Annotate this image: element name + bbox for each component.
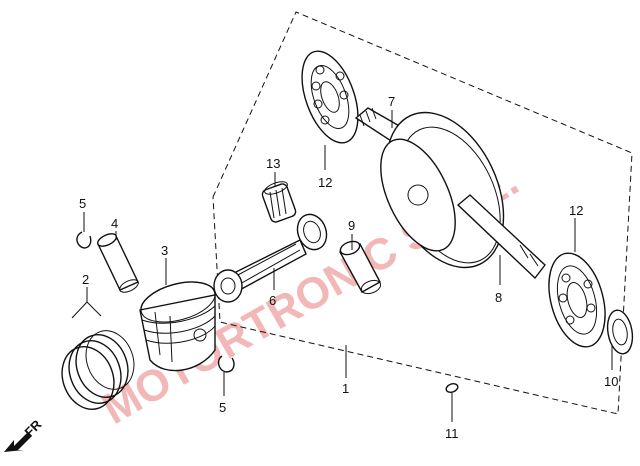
circlip-left xyxy=(76,231,92,249)
label-part-5-right: 5 xyxy=(219,400,226,415)
woodruff-key xyxy=(445,383,459,393)
piston-pin-large xyxy=(339,240,382,295)
label-part-5-left: 5 xyxy=(79,196,86,211)
label-part-6: 6 xyxy=(269,293,276,308)
piston xyxy=(139,281,216,372)
front-arrow-icon xyxy=(4,432,32,452)
crankshaft xyxy=(354,107,546,280)
label-part-3: 3 xyxy=(161,243,168,258)
connecting-rod xyxy=(213,213,328,303)
label-part-9: 9 xyxy=(348,218,355,233)
circlip-right xyxy=(217,355,235,373)
label-part-12-top: 12 xyxy=(318,175,332,190)
leader-lines xyxy=(71,110,613,422)
label-part-13: 13 xyxy=(266,156,280,171)
label-part-1: 1 xyxy=(342,381,349,396)
bearing-top xyxy=(301,50,359,144)
label-part-4: 4 xyxy=(111,216,118,231)
needle-bearing xyxy=(261,181,297,223)
piston-pin-small xyxy=(96,233,139,293)
label-part-7: 7 xyxy=(388,94,395,109)
front-direction-indicator: FR xyxy=(4,416,45,452)
label-part-8: 8 xyxy=(495,290,502,305)
piston-rings xyxy=(61,330,135,410)
label-part-12-bottom: 12 xyxy=(569,203,583,218)
bearing-bottom xyxy=(548,252,606,348)
label-part-10: 10 xyxy=(604,374,618,389)
label-part-2: 2 xyxy=(82,272,89,287)
oil-seal xyxy=(606,309,634,355)
label-part-11: 11 xyxy=(445,426,459,441)
